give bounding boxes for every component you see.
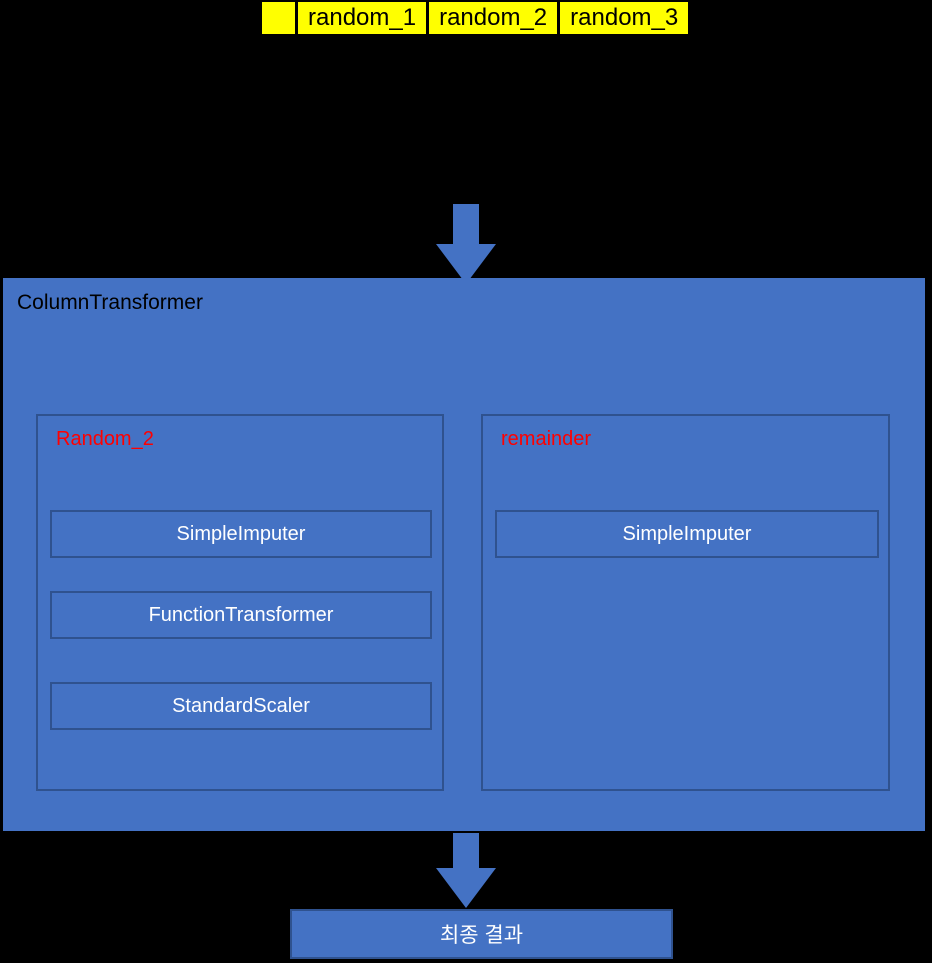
transformer-group-remainder: remainder SimpleImputer (481, 414, 890, 791)
transformer-group-label-random-2: Random_2 (56, 428, 154, 450)
step-box-simpleimputer: SimpleImputer (50, 510, 432, 558)
step-box-remainder-simpleimputer: SimpleImputer (495, 510, 879, 558)
columntransformer-panel: ColumnTransformer Random_2 SimpleImputer… (3, 278, 925, 831)
transformer-group-label-remainder: remainder (501, 428, 592, 450)
transformer-group-random-2: Random_2 SimpleImputer FunctionTransform… (36, 414, 444, 791)
data-header-index-cell (262, 2, 298, 34)
data-header-cell-random-2: random_2 (429, 2, 561, 34)
data-header-cell-random-1: random_1 (298, 2, 430, 34)
final-result-box: 최종 결과 (290, 909, 673, 959)
columntransformer-title: ColumnTransformer (17, 291, 203, 314)
step-box-standardscaler: StandardScaler (50, 682, 432, 730)
data-header-cell-random-3: random_3 (560, 2, 689, 34)
data-header-table: random_1 random_2 random_3 (262, 2, 689, 34)
step-box-functiontransformer: FunctionTransformer (50, 591, 432, 639)
